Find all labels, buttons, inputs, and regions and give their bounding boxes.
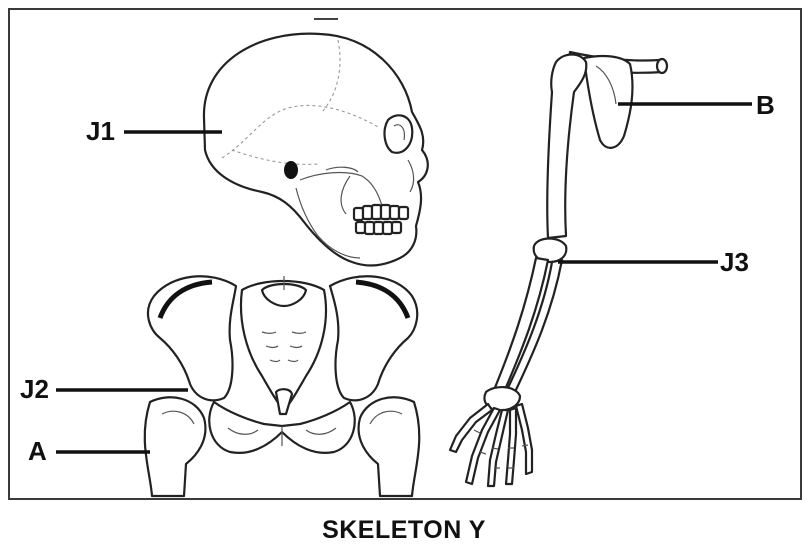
label-j3: J3: [720, 249, 749, 275]
teeth: [354, 205, 408, 234]
arm: [450, 52, 667, 486]
label-b: B: [756, 92, 775, 118]
pelvis: [145, 276, 420, 496]
diagram-caption: SKELETON Y: [0, 516, 808, 545]
label-j1: J1: [86, 118, 115, 144]
finger-bones: [450, 404, 532, 486]
skull: [204, 34, 428, 266]
ear-canal: [284, 161, 298, 179]
label-a: A: [28, 438, 47, 464]
label-j2: J2: [20, 376, 49, 402]
